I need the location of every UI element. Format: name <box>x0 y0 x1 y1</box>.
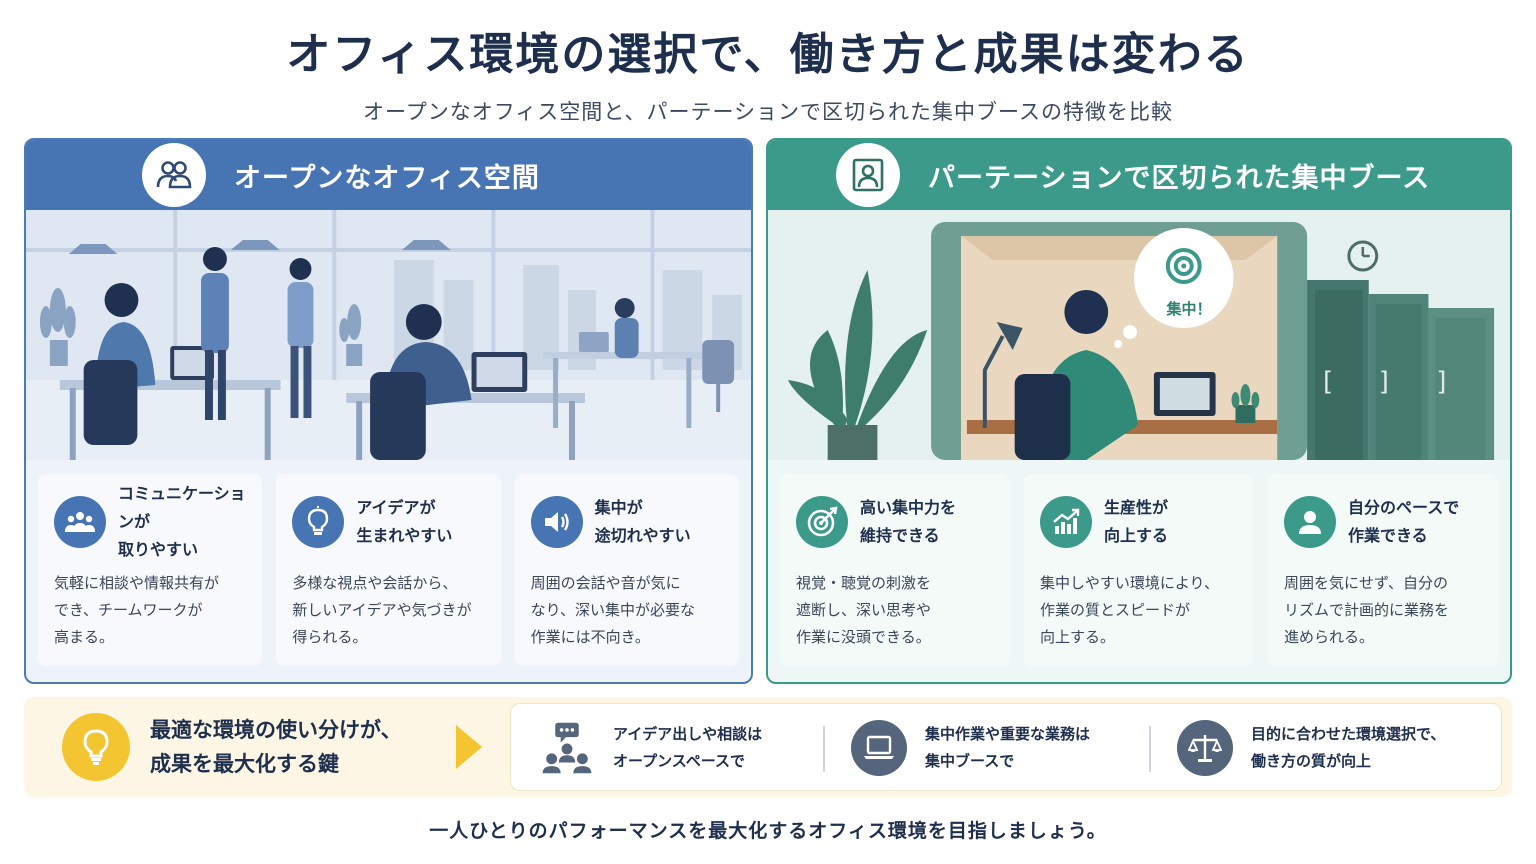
focus-booth-cards: 高い集中力を 維持できる 視覚・聴覚の刺激を 遮断し、深い思考や 作業に没頭でき… <box>780 474 1498 666</box>
card-body: 周囲の会話や音が気に なり、深い集中が必要な 作業には不向き。 <box>530 574 696 646</box>
open-card-communication: コミュニケーションが 取りやすい 気軽に相談や情報共有が でき、チームワークが … <box>38 474 263 666</box>
focus-booth-panel: パーテーションで区切られた集中ブース <box>766 138 1512 684</box>
focus-booth-title: パーテーションで区切られた集中ブース <box>928 162 1431 194</box>
open-office-title: オープンなオフィス空間 <box>234 162 540 194</box>
card-title: 自分のペースで 作業できる <box>1348 498 1460 545</box>
meeting-chat-icon <box>539 720 595 776</box>
tip-divider <box>823 726 825 772</box>
key-message-bar: 最適な環境の使い分けが、 成果を最大化する鍵 アイデア出しや相談は オープンスペ… <box>24 697 1512 797</box>
tip-focus-booth: 集中作業や重要な業務は 集中ブースで <box>851 704 1090 792</box>
tip-divider <box>1149 726 1151 772</box>
svg-text:]: ] <box>1436 367 1446 397</box>
balance-scale-icon <box>1177 720 1233 776</box>
open-card-distraction: 集中が 途切れやすい 周囲の会話や音が気に なり、深い集中が必要な 作業には不向… <box>514 474 739 666</box>
person-icon <box>1284 496 1336 548</box>
card-title: 集中が 途切れやすい <box>594 498 691 545</box>
tip-open-space: アイデア出しや相談は オープンスペースで <box>539 704 762 792</box>
footer-message: 一人ひとりのパフォーマンスを最大化するオフィス環境を目指しましょう。 <box>429 820 1107 842</box>
tip-environment-choice: 目的に合わせた環境選択で、 働き方の質が向上 <box>1177 704 1445 792</box>
card-body: 集中しやすい環境により、 作業の質とスピードが 向上する。 <box>1040 574 1219 646</box>
card-title: 高い集中力を 維持できる <box>860 498 957 545</box>
booth-card-productivity: 生産性が 向上する 集中しやすい環境により、 作業の質とスピードが 向上する。 <box>1024 474 1254 666</box>
card-title: コミュニケーションが 取りやすい <box>118 484 246 559</box>
tips-box: アイデア出しや相談は オープンスペースで 集中作業や重要な業務は 集中ブースで … <box>510 703 1502 791</box>
card-title: 生産性が 向上する <box>1104 498 1169 545</box>
card-body: 視覚・聴覚の刺激を 遮断し、深い思考や 作業に没頭できる。 <box>796 574 932 646</box>
card-body: 周囲を気にせず、自分の リズムで計画的に業務を 進められる。 <box>1284 574 1450 646</box>
page-subtitle: オープンなオフィス空間と、パーテーションで区切られた集中ブースの特徴を比較 <box>362 100 1173 124</box>
card-body: 気軽に相談や情報共有が でき、チームワークが 高まる。 <box>54 574 220 646</box>
arrow-right-icon <box>456 725 482 769</box>
focus-booth-header: パーテーションで区切られた集中ブース <box>768 140 1510 210</box>
open-office-header: オープンなオフィス空間 <box>26 140 751 210</box>
focus-booth-illustration: [ ] ] <box>768 210 1510 460</box>
open-card-ideas: アイデアが 生まれやすい 多様な視点や会話から、 新しいアイデアや気づきが 得ら… <box>276 474 501 666</box>
laptop-icon <box>851 720 907 776</box>
svg-text:]: ] <box>1379 367 1389 397</box>
booth-card-concentration: 高い集中力を 維持できる 視覚・聴覚の刺激を 遮断し、深い思考や 作業に没頭でき… <box>780 474 1010 666</box>
person-portrait-icon <box>836 143 900 207</box>
tip-text: 目的に合わせた環境選択で、 働き方の質が向上 <box>1251 725 1446 770</box>
lightbulb-icon <box>292 496 345 548</box>
team-icon <box>54 496 106 548</box>
card-body: 多様な視点や会話から、 新しいアイデアや気づきが 得られる。 <box>292 574 472 646</box>
tip-text: 集中作業や重要な業務は 集中ブースで <box>925 725 1091 770</box>
people-group-icon <box>142 143 206 207</box>
tip-text: アイデア出しや相談は オープンスペースで <box>613 725 763 770</box>
open-office-panel: オープンなオフィス空間 <box>24 138 753 684</box>
lightbulb-icon <box>62 713 130 781</box>
open-office-cards: コミュニケーションが 取りやすい 気軽に相談や情報共有が でき、チームワークが … <box>38 474 739 666</box>
page-title: オフィス環境の選択で、働き方と成果は変わる <box>286 29 1250 80</box>
key-message-text: 最適な環境の使い分けが、 成果を最大化する鍵 <box>150 718 402 776</box>
speaker-icon <box>530 496 583 548</box>
growth-chart-icon <box>1040 496 1092 548</box>
target-icon <box>796 496 848 548</box>
card-title: アイデアが 生まれやすい <box>356 498 453 545</box>
svg-text:[: [ <box>1323 367 1333 397</box>
booth-card-own-pace: 自分のペースで 作業できる 周囲を気にせず、自分の リズムで計画的に業務を 進め… <box>1268 474 1498 666</box>
open-office-illustration <box>26 210 751 460</box>
focus-bubble-text: 集中！ <box>1166 300 1212 318</box>
